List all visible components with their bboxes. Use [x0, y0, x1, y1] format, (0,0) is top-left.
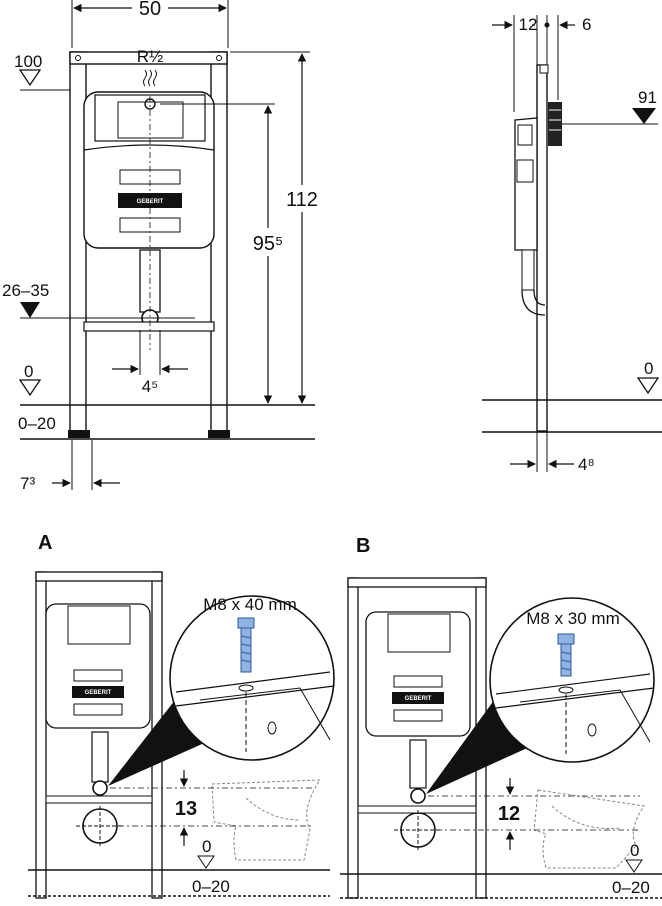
- panel-a: A GEBERIT 13 0 0–20: [28, 532, 335, 899]
- panel-b-distance: 12: [498, 803, 520, 825]
- panel-a-letter: A: [38, 532, 52, 554]
- side-frame: [536, 64, 548, 432]
- width-label: 50: [139, 0, 161, 20]
- top-level-label: 100: [14, 52, 42, 71]
- depth-label-a: 12: [519, 15, 538, 34]
- foot-depth-label: 4⁸: [578, 455, 595, 474]
- foot-width-label: 7³: [20, 474, 35, 493]
- thread-label: R½: [137, 47, 163, 66]
- panel-b: B GEBERIT 12 0 0–20 M8 x: [340, 535, 662, 899]
- inlet-height-label: 95⁵: [253, 233, 284, 255]
- panel-b-wc-outline: [533, 789, 645, 869]
- panel-a-wc-outline: [211, 779, 321, 861]
- panel-b-magnifier: [489, 597, 655, 763]
- side-floor-label: 0: [644, 359, 653, 378]
- panel-b-range: 0–20: [612, 878, 650, 897]
- panel-a-distance: 13: [175, 798, 197, 820]
- front-view: 50 R½ GEBERIT 100: [2, 0, 318, 493]
- panel-a-bolt-label: M8 x 40 mm: [203, 595, 297, 614]
- adjust-range-label: 0–20: [18, 414, 56, 433]
- panel-a-brand: GEBERIT: [85, 690, 112, 696]
- panel-a-zero: 0: [202, 837, 211, 856]
- panel-a-magnifier: [169, 595, 335, 761]
- outlet-range-label: 26–35: [2, 281, 49, 300]
- height-label: 112: [286, 189, 318, 211]
- panel-b-bolt-label: M8 x 30 mm: [526, 609, 620, 628]
- panel-b-brand: GEBERIT: [405, 696, 432, 702]
- brand-text: GEBERIT: [137, 199, 164, 205]
- panel-a-range: 0–20: [192, 877, 230, 896]
- outlet-dia-label: 4⁵: [142, 377, 159, 396]
- brand-plate: [118, 193, 182, 208]
- side-view: 12 6 91 0 4⁸: [482, 15, 662, 474]
- flush-button-side: [548, 102, 562, 146]
- panel-b-letter: B: [356, 535, 370, 557]
- floor-level-label: 0: [24, 362, 33, 381]
- panel-a-bolt: [240, 627, 252, 673]
- depth-label-b: 6: [582, 15, 591, 34]
- panel-b-zero: 0: [630, 841, 639, 860]
- button-height-label: 91: [638, 88, 657, 107]
